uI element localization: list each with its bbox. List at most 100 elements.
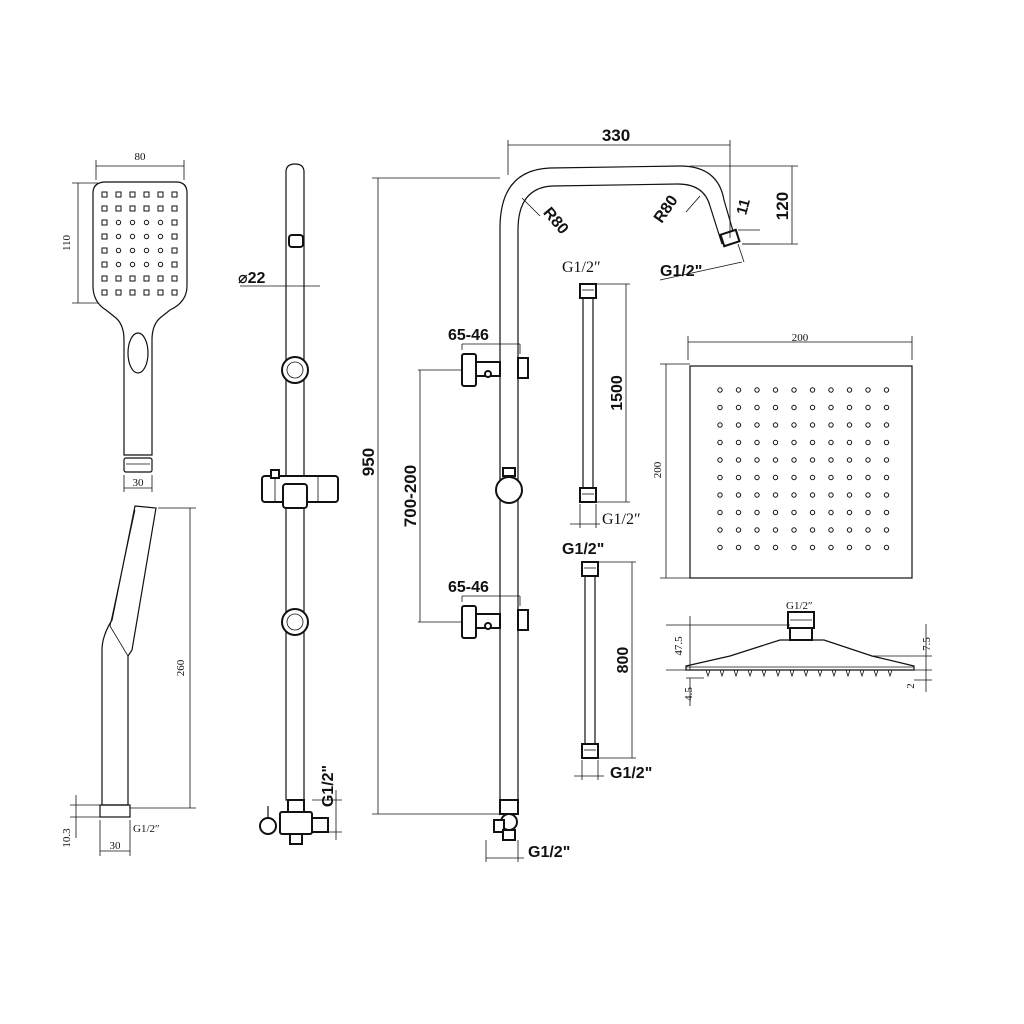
- hand-shower-base-label: 10.3: [61, 828, 73, 848]
- hand-shower-nozzle: [157, 205, 164, 212]
- rain-head-nozzle: [735, 387, 742, 393]
- hand-shower-width-label: 80: [135, 151, 147, 163]
- rain-head-nozzle: [883, 527, 890, 533]
- rain-head-nozzle: [754, 492, 760, 498]
- rain-head-base-label: 4.5: [683, 687, 695, 701]
- riser: 330 120 11 R80 R80 G1/2" 950: [359, 126, 798, 862]
- rain-head-nozzle: [717, 439, 723, 446]
- rain-head-nozzle: [791, 387, 797, 393]
- rain-head-nozzle: [754, 527, 760, 533]
- hand-shower-nozzle: [157, 289, 164, 296]
- hand-shower-side-connector: [99, 804, 131, 818]
- rain-head-side-nozzle: [705, 669, 711, 678]
- rain-head-nozzle: [717, 387, 723, 393]
- slide-rail-diverter: [259, 799, 329, 845]
- rain-head-nozzle: [809, 527, 816, 533]
- rain-head-nozzle: [846, 439, 853, 446]
- rain-head-nozzle: [772, 527, 779, 533]
- rain-head-nozzle: [717, 422, 723, 428]
- hand-shower-nozzle: [115, 205, 122, 212]
- rain-head-nozzle: [772, 387, 779, 393]
- rain-head-nozzle: [735, 457, 742, 463]
- rain-head-plate: [689, 365, 913, 579]
- hand-shower-nozzle: [143, 233, 150, 240]
- hand-shower-nozzle: [129, 261, 136, 268]
- rain-head-nozzle: [828, 422, 834, 428]
- riser-total-height-label: 950: [359, 448, 378, 476]
- rain-head-nozzle: [772, 422, 779, 428]
- rain-head-nozzle: [772, 544, 779, 551]
- rain-head-nozzle: [717, 474, 723, 481]
- hand-shower-nozzle: [157, 275, 164, 282]
- rain-head-nozzle: [754, 404, 760, 411]
- riser-arm-thread-label: G1/2": [660, 263, 702, 280]
- rain-head-nozzle: [717, 492, 723, 498]
- slide-rail-ring-lower: [281, 608, 309, 636]
- riser-bracket-bottom: [461, 605, 529, 639]
- rain-head-nozzle: [846, 404, 853, 411]
- hand-shower-front-view: 80 110 30: [61, 151, 188, 492]
- hand-shower-head-outline: [92, 181, 188, 456]
- hand-shower-nozzle: [143, 219, 150, 226]
- rain-head-nozzle: [735, 404, 742, 411]
- hand-shower-nozzle: [101, 261, 108, 268]
- hand-shower-side-view: 260 10.3 G1/2″ 30: [61, 505, 196, 856]
- rain-head-height-label: 47.5: [673, 636, 685, 656]
- hand-shower-nozzle: [101, 275, 108, 282]
- rain-head-nozzle: [791, 404, 797, 411]
- hand-shower-nozzle: [129, 219, 136, 226]
- rain-head-nozzle: [717, 527, 723, 533]
- rain-head-nozzle: [865, 527, 871, 533]
- rain-head-nozzle: [865, 544, 871, 551]
- riser-bracket-top: [461, 353, 529, 387]
- rain-head-nozzle: [772, 509, 779, 516]
- rain-head-nozzle: [865, 387, 871, 393]
- riser-inlet-elbow: [493, 799, 519, 841]
- rain-head-nozzle-grid: [717, 387, 890, 551]
- rain-head-width-label: 200: [792, 332, 809, 344]
- rain-head-nozzle: [791, 492, 797, 498]
- hand-shower-connector: [123, 457, 153, 473]
- rain-head-nozzle: [717, 509, 723, 516]
- rain-head-nozzle: [828, 509, 834, 516]
- hose-long-tube: [582, 297, 594, 489]
- rain-head-nozzle: [846, 474, 853, 481]
- rain-head-nozzle: [865, 474, 871, 481]
- slide-rail-thread-label: G1/2": [320, 765, 337, 807]
- rain-head-nozzle: [754, 509, 760, 516]
- rain-head-nozzle: [717, 544, 723, 551]
- rain-head-nozzle: [865, 439, 871, 446]
- rain-head-side-nozzle: [873, 669, 879, 678]
- hand-shower-nozzle: [171, 261, 178, 268]
- hand-shower-nozzle: [115, 261, 122, 268]
- hand-shower-nozzle: [101, 289, 108, 296]
- rain-head-nozzle: [735, 422, 742, 428]
- hand-shower-nozzle: [129, 233, 136, 240]
- rain-head-side-nozzle: [803, 669, 809, 678]
- rain-head-side-nozzle: [747, 669, 753, 678]
- slide-rail-tube: [285, 163, 305, 801]
- rain-head-side-nozzle: [831, 669, 837, 678]
- rain-head-nozzle: [717, 404, 723, 411]
- rain-head-nozzle: [828, 439, 834, 446]
- riser-nozzle-label: 11: [733, 197, 754, 217]
- hand-shower-side-length-label: 260: [175, 659, 187, 676]
- hand-shower-nozzle: [157, 233, 164, 240]
- rain-head-nozzle: [809, 387, 816, 393]
- hand-shower-nozzle: [171, 191, 178, 198]
- hand-shower-nozzle: [143, 247, 150, 254]
- hand-shower-nozzle: [129, 275, 136, 282]
- hand-shower-nozzle: [157, 247, 164, 254]
- rain-head-nozzle: [754, 457, 760, 463]
- hand-shower-nozzle: [101, 205, 108, 212]
- hand-shower-nozzle: [115, 247, 122, 254]
- rain-head-nozzle: [828, 527, 834, 533]
- hand-shower-nozzle: [171, 289, 178, 296]
- rain-head-edge-label: 2: [905, 683, 917, 689]
- hand-shower-bottom-label: 30: [110, 840, 122, 852]
- rain-head-nozzle: [791, 439, 797, 446]
- rain-head-nozzle: [754, 439, 760, 446]
- rain-head-nozzle: [791, 422, 797, 428]
- rain-head-nozzle: [846, 544, 853, 551]
- hand-shower-button: [127, 332, 149, 374]
